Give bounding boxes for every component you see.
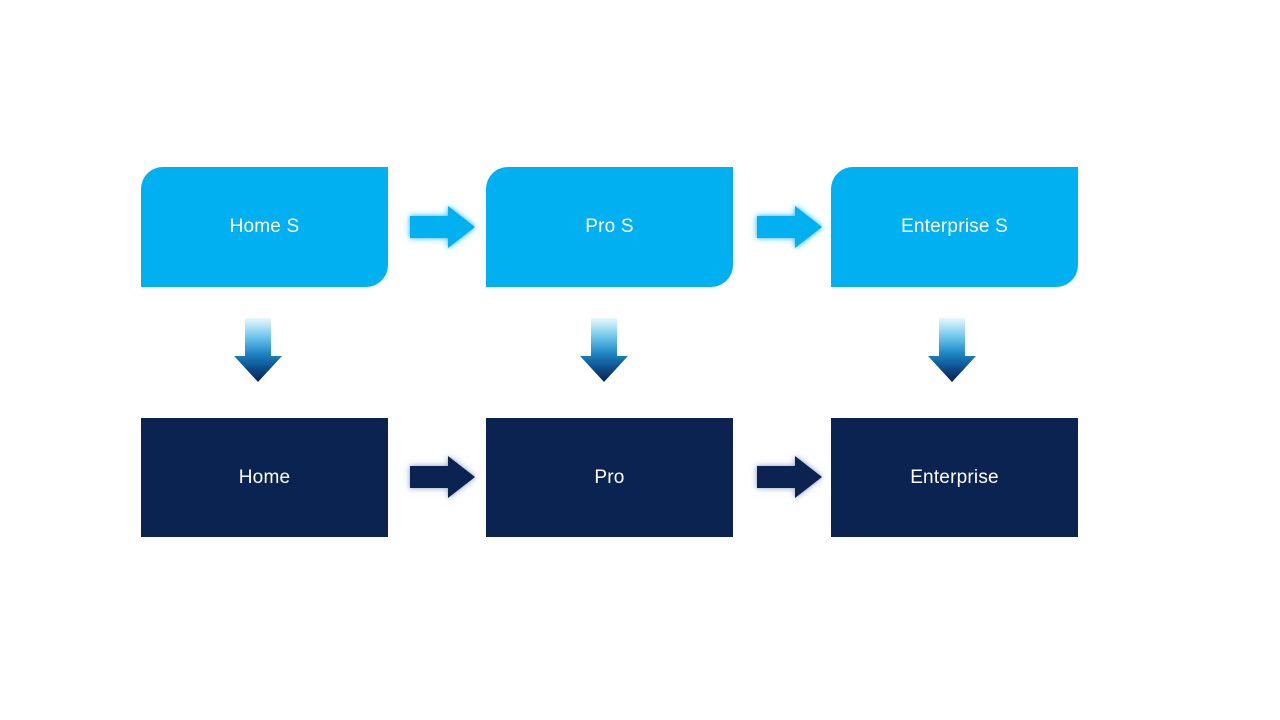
bottom-box-pro: Pro (486, 418, 733, 537)
top-box-home-s-label: Home S (229, 216, 300, 237)
right-arrow-icon (757, 456, 822, 498)
right-arrow-icon (757, 206, 822, 248)
bottom-box-enterprise: Enterprise (831, 418, 1078, 537)
top-box-enterprise-s: Enterprise S (831, 167, 1078, 287)
bottom-box-home: Home (141, 418, 388, 537)
down-arrow-icon (580, 318, 628, 382)
down-arrow-icon (234, 318, 282, 382)
down-arrow-icon (928, 318, 976, 382)
top-box-pro-s: Pro S (486, 167, 733, 287)
top-box-enterprise-s-label: Enterprise S (901, 216, 1008, 237)
top-box-home-s: Home S (141, 167, 388, 287)
bottom-box-home-label: Home (238, 466, 291, 488)
right-arrow-icon (410, 456, 475, 498)
bottom-box-enterprise-label: Enterprise (910, 466, 999, 488)
bottom-box-pro-label: Pro (594, 466, 625, 488)
right-arrow-icon (410, 206, 475, 248)
top-box-pro-s-label: Pro S (585, 216, 634, 237)
